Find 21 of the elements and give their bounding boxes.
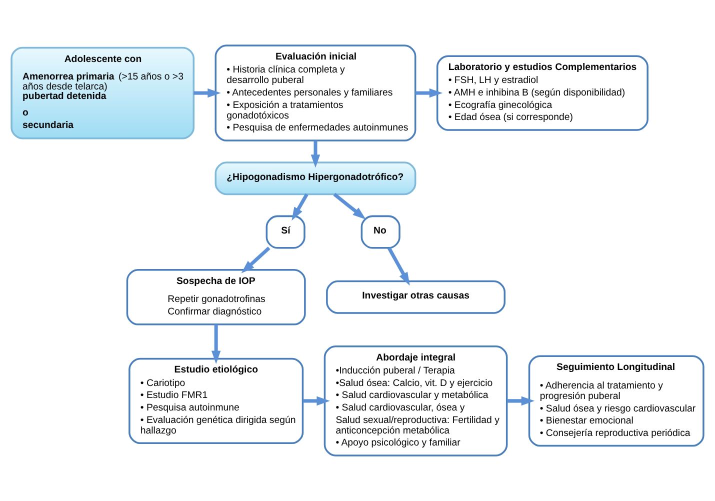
arrow — [387, 247, 410, 286]
node-box: Abordaje integral •Inducción puberal / Terapia •Salud ósea: Calcio, vit. D y ejercicio • Salud cardiovascular y metabólica • Salud cardiovascular, ósea y Salud sexual/reproductiva: Fertilidad y anticoncepción metabólica • Apoyo psicológico y familiar — [324, 346, 508, 456]
arrow — [292, 193, 308, 221]
arrow — [194, 88, 221, 98]
node-box: Laboratorio y estudios Complementarios • FSH, LH y estradiol • AMH e inhibina B (según disponibilidad) • Ecografía ginecológica • Edad ósea (si corresponde) — [436, 55, 648, 131]
arrow — [303, 396, 330, 406]
node-box: Evaluación inicial • Historia clínica completa y desarrollo puberal • Antecedentes personales y familiares • Exposición a tratamientos gonadotóxicos • Pesquisa de enfermedades autoinmunes — [214, 44, 416, 142]
node-box: Estudio etiológico • Cariotipo • Estudio FMR1 • Pesquisa autoinmune • Evaluación genética dirigida según hallazgo — [128, 358, 304, 444]
node-box: Sospecha de IOP Repetir gonadotrofinas Confirmar diagnóstico — [126, 268, 306, 326]
arrow — [310, 140, 320, 168]
arrow — [415, 88, 443, 98]
node-box: Seguimiento Longitudinal • Adherencia al tratamiento y progresión puberal • Salud ósea y riesgo cardiovascular • Bienestar emocional • Consejería reproductiva periódica — [528, 355, 704, 447]
node-box: No — [360, 215, 400, 249]
node-box: Adolescente con Amenorrea primaria (>15 años o >3 años desde telarca) pubertad detenida o secundaria — [10, 46, 195, 140]
arrow — [333, 192, 366, 220]
arrow — [211, 324, 221, 364]
arrow — [507, 396, 535, 406]
node-box: ¿Hipogonadismo Hipergonadotrófico? — [214, 162, 416, 196]
node-box: Investigar otras causas — [326, 280, 506, 314]
node-box: Sí — [266, 215, 306, 249]
arrow — [241, 246, 270, 274]
